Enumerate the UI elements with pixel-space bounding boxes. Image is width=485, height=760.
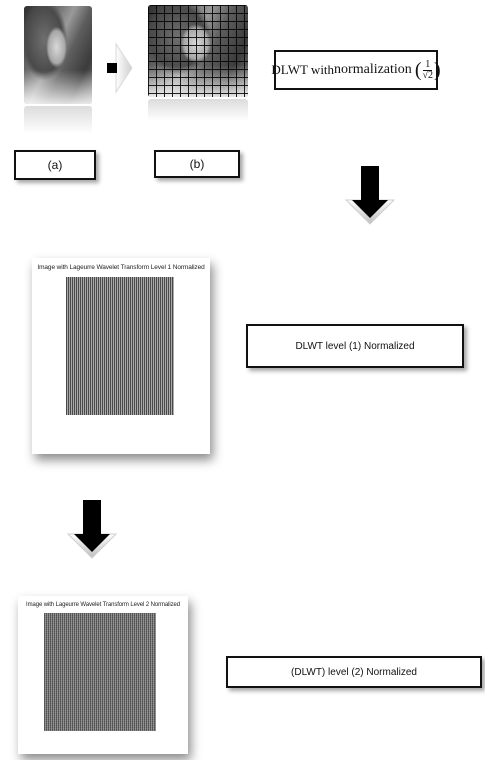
level2-label-box: (DLWT) level (2) Normalized	[226, 656, 482, 688]
level2-label: (DLWT) level (2) Normalized	[291, 667, 417, 678]
level1-panel-title: Image with Lageurre Wavelet Transform Le…	[32, 264, 210, 271]
open-paren: (	[415, 59, 422, 82]
level2-panel: Image with Lageurre Wavelet Transform Le…	[18, 596, 188, 754]
level1-coefficient-image	[66, 277, 174, 415]
level1-panel: Image with Lageurre Wavelet Transform Le…	[32, 258, 210, 454]
level2-panel-title: Image with Lageurre Wavelet Transform Le…	[18, 602, 188, 608]
label-a-box: (a)	[14, 150, 96, 180]
label-b: (b)	[190, 157, 205, 171]
gridded-image-reflection	[148, 99, 248, 121]
fraction-numerator: 1	[423, 60, 432, 71]
right-arrow-icon	[106, 42, 134, 94]
dlwt-prefix-text: DLWT with	[271, 62, 334, 78]
level2-coefficient-image	[44, 613, 156, 731]
normalization-fraction: 1 √2	[422, 60, 433, 81]
original-image-reflection	[24, 106, 92, 134]
gridded-image	[148, 5, 248, 97]
image-grid-overlay	[148, 5, 248, 97]
dlwt-normalization-text: normalization	[334, 62, 412, 78]
dlwt-normalization-box: DLWT with normalization ( 1 √2 )	[274, 50, 438, 90]
label-b-box: (b)	[154, 150, 240, 178]
fraction-denominator: √2	[422, 71, 433, 81]
close-paren: )	[434, 59, 441, 82]
level1-label-box: DLWT level (1) Normalized	[246, 324, 464, 368]
down-arrow-icon	[66, 498, 118, 560]
level1-label: DLWT level (1) Normalized	[295, 341, 414, 352]
label-a: (a)	[48, 158, 63, 172]
original-image	[24, 6, 92, 104]
down-arrow-icon	[344, 164, 396, 226]
